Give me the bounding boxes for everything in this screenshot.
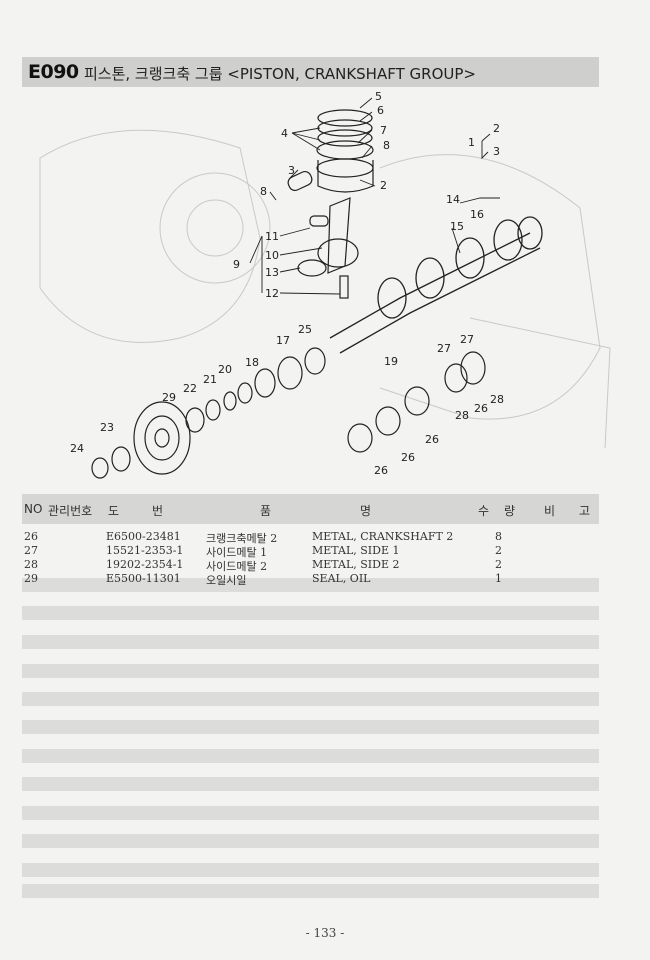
cell-name-en: METAL, CRANKSHAFT 2 bbox=[312, 530, 454, 543]
leader-lines bbox=[249, 97, 500, 295]
callout-6: 6 bbox=[377, 104, 384, 117]
cell-part: E6500-23481 bbox=[106, 530, 181, 543]
col-draw-2: 번 bbox=[152, 504, 164, 518]
callout-25: 25 bbox=[298, 323, 312, 336]
parts-diagram: 5 6 4 7 8 3 2 8 1 2 3 11 10 9 13 12 14 1… bbox=[39, 90, 611, 479]
callout-12: 12 bbox=[265, 287, 279, 300]
callout-4: 4 bbox=[281, 127, 288, 140]
cell-name-kr: 크랭크축메탈 2 bbox=[206, 532, 278, 545]
row-band bbox=[22, 749, 599, 763]
front-parts bbox=[91, 347, 486, 479]
row-band bbox=[22, 720, 599, 734]
callout-26c: 26 bbox=[401, 451, 415, 464]
callout-20: 20 bbox=[218, 363, 232, 376]
cell-qty: 2 bbox=[495, 544, 502, 557]
row-band bbox=[22, 884, 599, 898]
callout-26d: 26 bbox=[374, 464, 388, 477]
cell-no: 26 bbox=[24, 530, 38, 543]
callout-16: 16 bbox=[470, 208, 484, 221]
callout-29: 29 bbox=[162, 391, 176, 404]
section-code: E090 bbox=[28, 61, 79, 83]
cell-no: 28 bbox=[24, 558, 38, 571]
cell-qty: 8 bbox=[495, 530, 502, 543]
cell-name-kr: 사이드메탈 2 bbox=[206, 560, 268, 573]
callout-27: 27 bbox=[460, 333, 474, 346]
table-row: 27 15521-2353-1 사이드메탈 1 METAL, SIDE 1 2 bbox=[22, 544, 599, 559]
col-qty-2: 량 bbox=[504, 504, 516, 518]
row-band bbox=[22, 777, 599, 791]
cell-name-en: SEAL, OIL bbox=[312, 572, 371, 585]
col-draw-1: 도 bbox=[108, 504, 120, 518]
callout-21: 21 bbox=[203, 373, 217, 386]
callout-19: 19 bbox=[384, 355, 398, 368]
callout-24: 24 bbox=[70, 442, 84, 455]
callout-9: 9 bbox=[233, 258, 240, 271]
callout-numbers: 5 6 4 7 8 3 2 8 1 2 3 11 10 9 13 12 14 1… bbox=[70, 90, 504, 477]
callout-10: 10 bbox=[265, 249, 279, 262]
cell-name-en: METAL, SIDE 2 bbox=[312, 558, 400, 571]
callout-28b: 28 bbox=[455, 409, 469, 422]
col-mgmt: 관리번호 bbox=[48, 504, 93, 518]
callout-22: 22 bbox=[183, 382, 197, 395]
row-band bbox=[22, 606, 599, 620]
callout-15: 15 bbox=[450, 220, 464, 233]
callout-13: 13 bbox=[265, 266, 279, 279]
row-band bbox=[22, 806, 599, 820]
cell-qty: 1 bbox=[495, 572, 502, 585]
callout-18: 18 bbox=[245, 356, 259, 369]
table-row: 26 E6500-23481 크랭크축메탈 2 METAL, CRANKSHAF… bbox=[22, 530, 599, 545]
callout-8b: 8 bbox=[260, 185, 267, 198]
col-name-2: 명 bbox=[360, 504, 372, 518]
callout-7: 7 bbox=[380, 124, 387, 137]
row-band bbox=[22, 635, 599, 649]
callout-5: 5 bbox=[375, 90, 382, 103]
callout-3: 3 bbox=[288, 164, 295, 177]
callout-17: 17 bbox=[276, 334, 290, 347]
row-band bbox=[22, 692, 599, 706]
page-number: - 133 - bbox=[305, 926, 345, 940]
cell-part: 15521-2353-1 bbox=[106, 544, 184, 557]
crankshaft bbox=[329, 216, 543, 354]
col-remark-1: 비 bbox=[544, 504, 556, 518]
section-header: E090 피스톤, 크랭크축 그룹 <PISTON, CRANKSHAFT GR… bbox=[22, 57, 599, 87]
callout-11: 11 bbox=[265, 230, 279, 243]
callout-1: 1 bbox=[468, 136, 475, 149]
table-row: 29 E5500-11301 오일시일 SEAL, OIL 1 bbox=[22, 572, 599, 587]
row-band bbox=[22, 863, 599, 877]
cell-part: 19202-2354-1 bbox=[106, 558, 184, 571]
cell-no: 29 bbox=[24, 572, 38, 585]
piston-assembly bbox=[287, 109, 374, 299]
table-header: NO 관리번호 도 번 품 명 수 량 비 고 bbox=[22, 494, 599, 524]
col-qty-1: 수 bbox=[478, 504, 490, 518]
col-remark-2: 고 bbox=[579, 504, 591, 518]
callout-26b: 26 bbox=[425, 433, 439, 446]
callout-2: 2 bbox=[380, 179, 387, 192]
callout-27b: 27 bbox=[437, 342, 451, 355]
cell-name-kr: 사이드메탈 1 bbox=[206, 546, 268, 559]
callout-2b: 2 bbox=[493, 122, 500, 135]
table-row: 28 19202-2354-1 사이드메탈 2 METAL, SIDE 2 2 bbox=[22, 558, 599, 573]
row-band bbox=[22, 834, 599, 848]
cell-name-en: METAL, SIDE 1 bbox=[312, 544, 400, 557]
cell-no: 27 bbox=[24, 544, 38, 557]
cell-part: E5500-11301 bbox=[106, 572, 181, 585]
callout-28: 28 bbox=[490, 393, 504, 406]
callout-23: 23 bbox=[100, 421, 114, 434]
cell-qty: 2 bbox=[495, 558, 502, 571]
callout-14: 14 bbox=[446, 193, 460, 206]
section-title: 피스톤, 크랭크축 그룹 <PISTON, CRANKSHAFT GROUP> bbox=[84, 65, 476, 83]
col-name-1: 품 bbox=[260, 504, 272, 518]
callout-3b: 3 bbox=[493, 145, 500, 158]
engine-outline bbox=[39, 129, 611, 449]
row-band bbox=[22, 578, 599, 592]
row-band bbox=[22, 664, 599, 678]
callout-8: 8 bbox=[383, 139, 390, 152]
callout-26: 26 bbox=[474, 402, 488, 415]
col-no: NO bbox=[24, 502, 43, 516]
cell-name-kr: 오일시일 bbox=[206, 574, 247, 587]
